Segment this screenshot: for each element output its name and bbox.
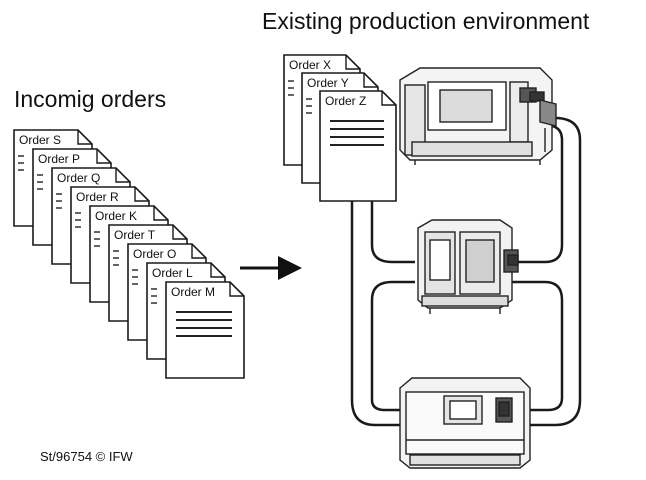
order-label: Order L — [152, 266, 193, 280]
order-label: Order O — [133, 247, 176, 261]
order-label: Order S — [19, 133, 61, 147]
order-label: Order R — [76, 190, 119, 204]
arrow-right-icon — [240, 256, 302, 280]
milling-machine-icon — [417, 219, 519, 314]
footer-credit: St/96754 © IFW — [40, 449, 133, 464]
order-label: Order M — [171, 285, 215, 299]
connection-lines — [350, 116, 582, 427]
order-label: Order T — [114, 228, 156, 242]
order-label: Order X — [289, 58, 331, 72]
order-label: Order Y — [307, 76, 349, 90]
production-environment-title: Existing production environment — [262, 8, 590, 34]
order-label: Order P — [38, 152, 80, 166]
order-label: Order K — [95, 209, 137, 223]
lathe-machine-icon — [399, 67, 557, 165]
order-label: Order Q — [57, 171, 100, 185]
order-label: Order Z — [325, 94, 366, 108]
incoming-orders-stack: Order S Order P Order Q Order R Order K Order… — [13, 129, 245, 379]
incoming-orders-title: Incomig orders — [14, 86, 167, 112]
order-document: Order Z — [319, 90, 397, 202]
order-document: Order M — [165, 281, 245, 379]
environment-orders-stack: Order X Order Y Order Z — [283, 54, 397, 202]
cabinet-machine-icon — [399, 377, 531, 469]
